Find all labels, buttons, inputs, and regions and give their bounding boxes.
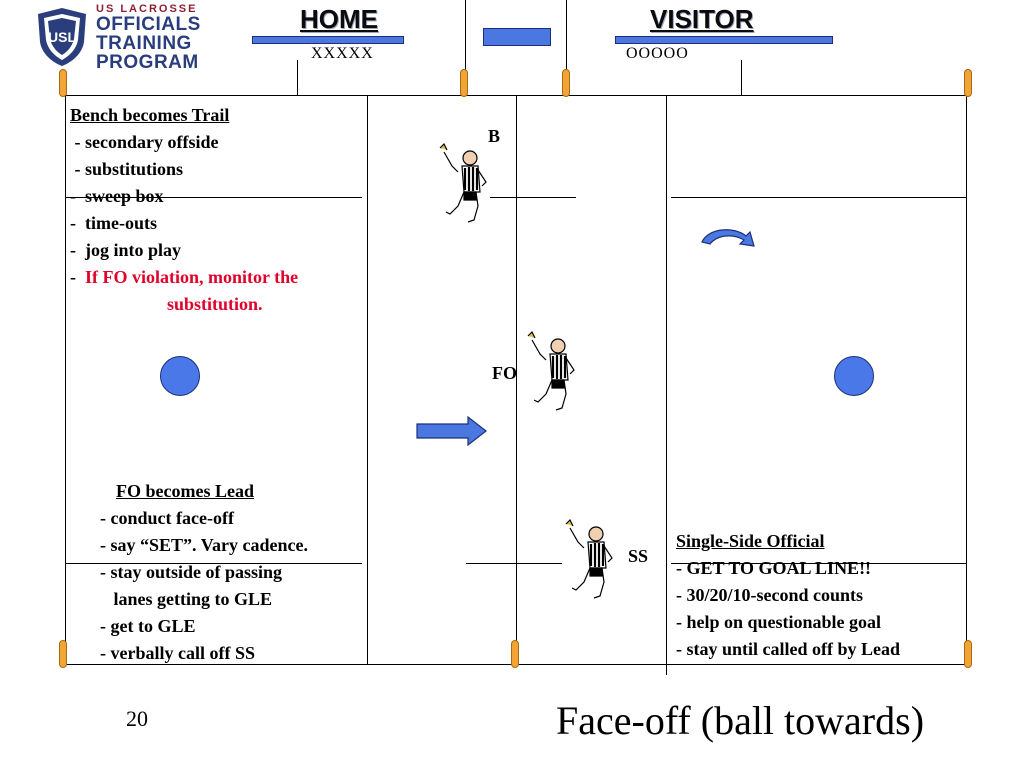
trail-warning: - If FO violation, monitor the (70, 264, 298, 291)
wing-line-top-left (66, 197, 362, 198)
svg-text:USL: USL (48, 29, 76, 45)
referee-label-fo: FO (492, 363, 517, 383)
visitor-score: OOOOO (626, 45, 689, 62)
lead-notes: FO becomes Lead - conduct face-off - say… (100, 478, 308, 667)
home-label: HOME (300, 4, 378, 34)
lead-item: - verbally call off SS (100, 643, 255, 663)
bench-line-left (465, 0, 466, 96)
home-score: XXXXX (311, 45, 374, 62)
pylon (964, 69, 972, 97)
wing-line-bottom-center (466, 563, 562, 564)
ss-item: - help on questionable goal (676, 612, 882, 632)
pylon (964, 640, 972, 668)
visitor-label: VISITOR (650, 4, 754, 34)
pylon (460, 69, 468, 97)
visitor-bench-line (741, 60, 742, 96)
referee-icon (565, 518, 613, 599)
trail-item: - secondary offside (70, 132, 219, 152)
trail-notes: Bench becomes Trail - secondary offside … (70, 102, 298, 318)
restraining-line-left (367, 95, 368, 665)
ss-item: - 30/20/10-second counts (676, 585, 864, 605)
wing-line-bottom-left (66, 563, 362, 564)
trail-item: - substitutions (70, 159, 184, 179)
center-line (516, 95, 517, 665)
pylon (562, 69, 570, 97)
lead-item: - get to GLE (100, 616, 196, 636)
logo: USL (34, 4, 214, 74)
logo-line-2: OFFICIALS (96, 14, 201, 35)
trail-warning-line-2: substitution. (167, 294, 263, 314)
usl-badge-icon: USL (38, 8, 86, 66)
lead-item: - say “SET”. Vary cadence. (100, 535, 309, 555)
lead-item: - conduct face-off (100, 508, 234, 528)
trail-warning-prefix: - (70, 267, 85, 287)
visitor-bar (615, 36, 833, 44)
trail-item: - jog into play (70, 240, 182, 260)
slide-title: Face-off (ball towards) (556, 698, 925, 743)
single-side-notes: Single-Side Official - GET TO GOAL LINE!… (676, 528, 900, 663)
ss-heading: Single-Side Official (676, 531, 825, 551)
pylon (511, 640, 519, 668)
referee-label-b: B (488, 126, 501, 146)
restraining-line-right (666, 95, 667, 675)
home-bar (252, 36, 404, 44)
logo-text: US LACROSSE OFFICIALS TRAINING PROGRAM (96, 3, 201, 73)
ss-item: - GET TO GOAL LINE!! (676, 558, 872, 578)
referee-label-ss: SS (628, 546, 649, 566)
arrow-right-icon (416, 416, 487, 446)
ball-icon (160, 356, 200, 396)
trail-item: - time-outs (70, 213, 157, 233)
wing-line-top-center (490, 197, 576, 198)
bench-line-right (566, 0, 567, 96)
curved-arrow-icon (701, 229, 755, 247)
logo-line-3: TRAINING (96, 33, 192, 54)
lead-heading: FO becomes Lead (116, 481, 254, 501)
trail-item: - sweep box (70, 186, 164, 206)
logo-line-4: PROGRAM (96, 52, 199, 73)
slide-number: 20 (126, 706, 148, 731)
lead-item: lanes getting to GLE (100, 589, 273, 609)
ss-item: - stay until called off by Lead (676, 639, 901, 659)
scorer-table (483, 28, 551, 46)
pylon (59, 640, 67, 668)
logo-line-1: US LACROSSE (96, 3, 198, 15)
home-bench-line (297, 60, 298, 96)
wing-line-top-right (671, 197, 967, 198)
referee-icon (527, 330, 575, 411)
pylon (59, 69, 67, 97)
wing-line-bottom-right (671, 563, 967, 564)
referee-icon (439, 142, 487, 223)
trail-heading: Bench becomes Trail (70, 105, 230, 125)
lead-item: - stay outside of passing (100, 562, 283, 582)
trail-warning-line-1: If FO violation, monitor the (85, 267, 299, 287)
ball-icon (834, 356, 874, 396)
